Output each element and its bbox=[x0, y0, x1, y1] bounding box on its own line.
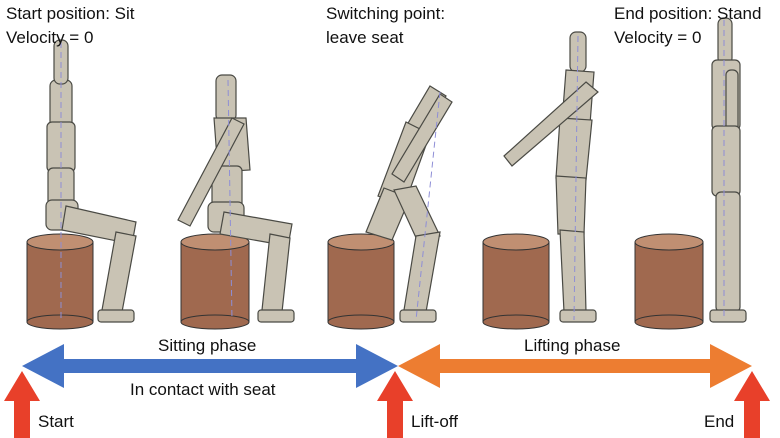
end-position-label: End position: Stand bbox=[614, 4, 762, 23]
lifting-phase-arrow bbox=[398, 344, 752, 388]
start-velocity-label: Velocity = 0 bbox=[6, 28, 94, 47]
lifting-phase-label: Lifting phase bbox=[524, 336, 621, 355]
sitting-phase-label: Sitting phase bbox=[158, 336, 257, 355]
seat-5 bbox=[634, 233, 704, 330]
start-event-arrow bbox=[4, 371, 40, 438]
in-contact-label: In contact with seat bbox=[130, 380, 276, 399]
liftoff-event-arrow bbox=[377, 371, 413, 438]
end-event-arrow bbox=[734, 371, 770, 438]
figure-4-lifting bbox=[503, 31, 599, 323]
sitting-phase-arrow bbox=[22, 344, 398, 388]
start-position-label: Start position: Sit bbox=[6, 4, 135, 23]
end-velocity-label: Velocity = 0 bbox=[614, 28, 702, 47]
figure-2-leaning bbox=[177, 74, 295, 323]
switching-point-label: Switching point: bbox=[326, 4, 446, 23]
seat-1 bbox=[26, 233, 94, 330]
start-event-label: Start bbox=[38, 412, 74, 431]
figure-3-switching bbox=[365, 85, 453, 323]
leave-seat-label: leave seat bbox=[326, 28, 404, 47]
liftoff-event-label: Lift-off bbox=[411, 412, 458, 431]
figure-1-sitting bbox=[45, 39, 137, 323]
figure-5-standing bbox=[709, 17, 747, 323]
seat-2 bbox=[180, 233, 250, 330]
end-event-label: End bbox=[704, 412, 735, 431]
seat-4 bbox=[482, 233, 550, 330]
seat-3 bbox=[327, 233, 395, 330]
